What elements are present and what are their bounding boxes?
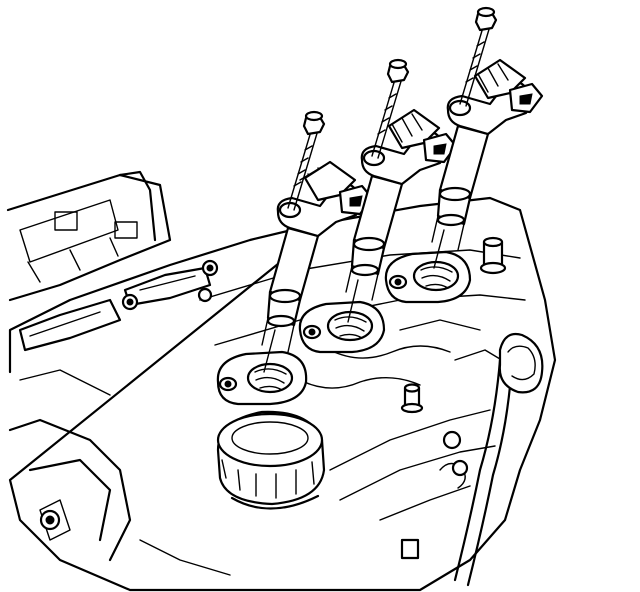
oil-filler-cap xyxy=(216,410,326,510)
oil-dipstick-tube xyxy=(453,236,544,587)
spark-plug-well-2 xyxy=(298,300,386,354)
spark-plug-well-3 xyxy=(384,250,472,304)
spark-plug-well-1 xyxy=(216,350,308,406)
coil-bolt-3 xyxy=(459,6,498,107)
coil-bolt-1 xyxy=(287,110,326,211)
ignition-coil-1 xyxy=(261,160,374,373)
engine-cylinder-head xyxy=(8,196,557,592)
intake-manifold xyxy=(6,170,231,576)
ignition-coil-3 xyxy=(431,58,544,269)
ignition-coil-2 xyxy=(345,108,458,323)
coil-bolt-2 xyxy=(371,58,410,159)
cover-stud xyxy=(400,383,424,414)
